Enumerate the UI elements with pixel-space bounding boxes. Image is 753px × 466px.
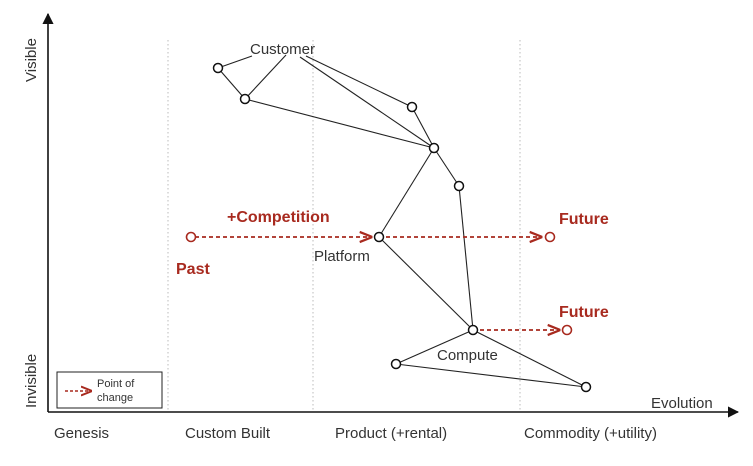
node-platform <box>373 231 385 243</box>
stage-label-commodity: Commodity (+utility) <box>524 425 657 442</box>
node-upper-left <box>212 62 224 74</box>
edge-lower-left-hub <box>244 98 435 149</box>
y-axis-bottom-label: Invisible <box>23 354 40 408</box>
edge-compute-left <box>395 329 474 365</box>
edge-hub-mid-node <box>433 147 460 187</box>
legend-box <box>56 371 163 409</box>
compute-label: Compute <box>437 347 498 364</box>
edge-right-node-hub <box>411 106 435 149</box>
y-axis-top-label: Visible <box>23 38 40 82</box>
edge-customer-lower-left <box>244 54 287 100</box>
legend-line-2: change <box>97 392 133 404</box>
x-axis-label: Evolution <box>651 395 713 412</box>
stage-label-custom-built: Custom Built <box>185 425 271 442</box>
stage-label-genesis: Genesis <box>54 425 109 442</box>
future-label-platform: Future <box>559 211 609 228</box>
edge-left-right-bottom <box>395 363 587 388</box>
legend: Point of change <box>56 371 163 409</box>
future-label-compute: Future <box>559 304 609 321</box>
edge-customer-left-upper <box>217 55 253 69</box>
past-label: Past <box>176 261 210 278</box>
competition-label: +Competition <box>227 209 330 226</box>
node-right <box>406 101 418 113</box>
edge-compute-right-bottom <box>472 329 587 388</box>
dependency-edges <box>217 54 587 388</box>
node-future-compute <box>561 324 573 336</box>
edge-mid-node-compute <box>458 185 474 331</box>
edge-customer-hub <box>299 56 435 149</box>
node-bottom-left <box>390 358 402 370</box>
node-mid <box>453 180 465 192</box>
node-future-platform <box>544 231 556 243</box>
edge-platform-compute <box>378 236 474 331</box>
node-bottom-right <box>580 381 592 393</box>
edge-hub-platform <box>378 147 435 238</box>
node-compute <box>467 324 479 336</box>
platform-label: Platform <box>314 248 370 265</box>
legend-line-1: Point of <box>97 378 135 390</box>
edge-customer-right-node <box>305 55 413 108</box>
edge-upper-lower-left <box>217 67 246 100</box>
customer-label: Customer <box>250 41 315 58</box>
node-lower-left <box>239 93 251 105</box>
node-past <box>185 231 197 243</box>
stage-label-product: Product (+rental) <box>335 425 447 442</box>
node-hub <box>428 142 440 154</box>
